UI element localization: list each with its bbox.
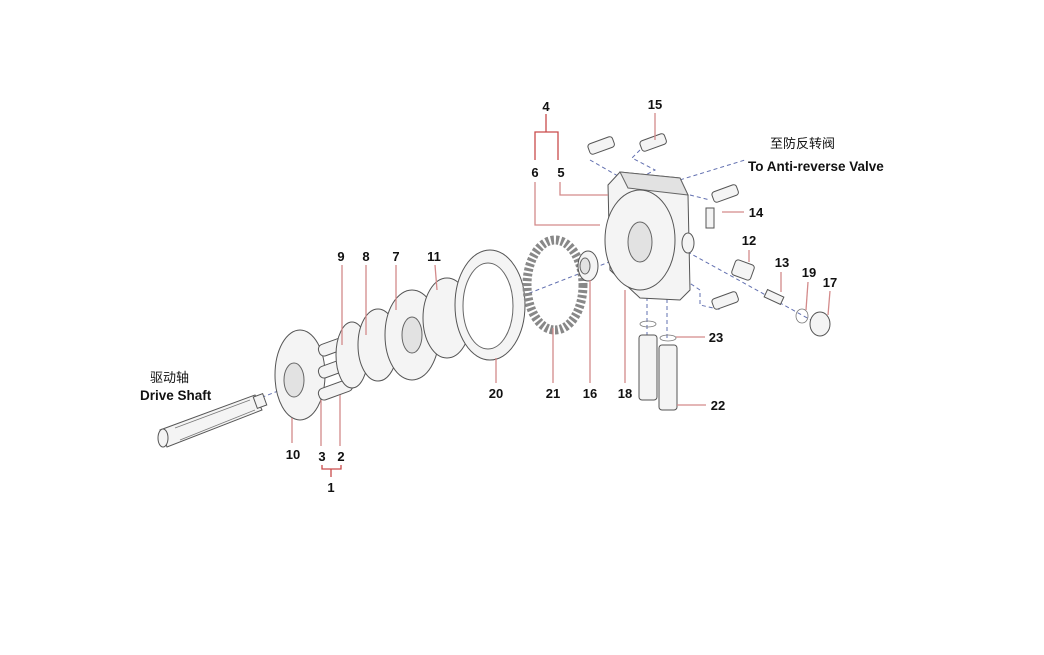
leader-lines	[291, 113, 831, 477]
label-10: 10	[286, 447, 300, 462]
label-19: 19	[802, 265, 816, 280]
label-11: 11	[427, 249, 441, 264]
label-4: 4	[542, 99, 550, 114]
drive-shaft	[157, 393, 268, 448]
part-20-ring	[454, 249, 526, 361]
motor-housing	[604, 171, 695, 301]
part-13-spring	[763, 288, 785, 306]
part-23-o-ring-a	[639, 320, 657, 328]
part-15-bolts	[587, 133, 739, 310]
label-7: 7	[392, 249, 399, 264]
label-20: 20	[489, 386, 503, 401]
valve-caption-en: To Anti-reverse Valve	[748, 159, 884, 174]
label-14: 14	[749, 205, 764, 220]
shaft-caption-cn: 驱动轴	[150, 370, 189, 385]
label-12: 12	[742, 233, 756, 248]
part-10-plate	[274, 329, 326, 421]
part-22-valve-b	[658, 344, 678, 411]
label-9: 9	[337, 249, 344, 264]
part-labels: 4 15 6 5 14 12 13 19 17 23 22 9 8 7 11 2…	[286, 97, 837, 495]
label-17: 17	[823, 275, 837, 290]
part-19-o-ring	[795, 308, 809, 324]
part-22-valve-a	[638, 334, 658, 401]
label-23: 23	[709, 330, 723, 345]
label-5: 5	[557, 165, 564, 180]
label-18: 18	[618, 386, 632, 401]
label-16: 16	[583, 386, 597, 401]
part-17-plug	[809, 311, 831, 337]
label-3: 3	[318, 449, 325, 464]
label-6: 6	[531, 165, 538, 180]
label-13: 13	[775, 255, 789, 270]
label-1: 1	[327, 480, 334, 495]
label-2: 2	[337, 449, 344, 464]
part-12-sleeve	[731, 259, 755, 281]
label-8: 8	[362, 249, 369, 264]
part-21-springs	[522, 235, 588, 335]
part-16-bearing	[577, 250, 599, 282]
label-15: 15	[648, 97, 662, 112]
part-14-plate	[705, 207, 715, 229]
part-23-o-ring-b	[659, 334, 677, 342]
label-21: 21	[546, 386, 560, 401]
shaft-caption-en: Drive Shaft	[140, 388, 212, 403]
valve-caption-cn: 至防反转阀	[770, 136, 835, 151]
label-22: 22	[711, 398, 725, 413]
